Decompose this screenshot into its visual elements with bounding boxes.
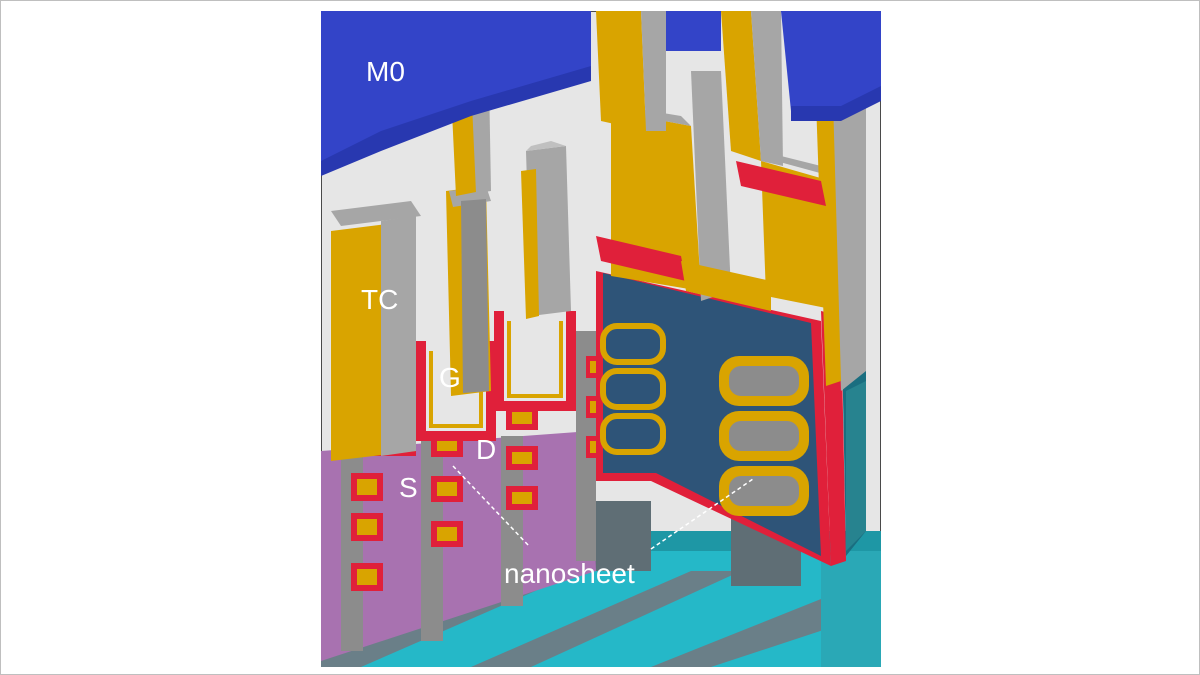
device-cross-section: M0 TC G D S nanosheet xyxy=(321,11,881,667)
trench-contacts xyxy=(331,11,866,461)
nanosheet-device-figure: M0 TC G D S nanosheet xyxy=(321,11,881,667)
liner-bands-top xyxy=(596,161,826,311)
label-m0: M0 xyxy=(366,56,405,87)
label-nanosheet: nanosheet xyxy=(504,558,635,589)
label-g: G xyxy=(439,362,461,393)
label-tc: TC xyxy=(361,284,398,315)
label-s: S xyxy=(399,472,418,503)
leader-line-left xyxy=(452,465,530,547)
m0-metal-layer xyxy=(321,11,881,176)
label-d: D xyxy=(476,434,496,465)
gate-cut-face xyxy=(596,271,831,566)
